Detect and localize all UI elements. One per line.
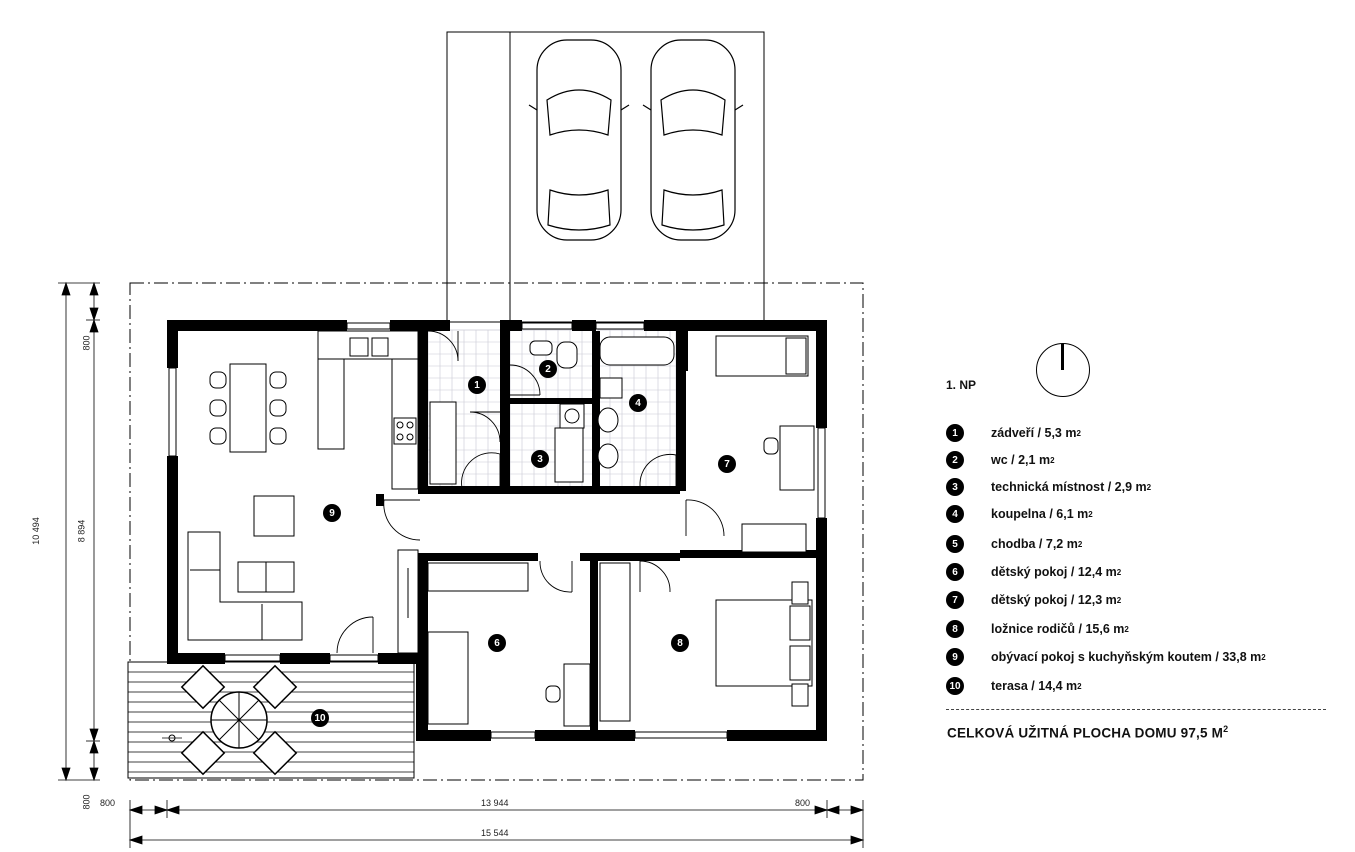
room-badge-7: 7 <box>718 455 736 473</box>
kitchen <box>317 330 419 490</box>
interior-walls <box>376 331 826 733</box>
north-arrow-icon <box>1036 343 1090 397</box>
terrace-deck <box>127 661 415 779</box>
room-badge-6: 6 <box>488 634 506 652</box>
dim-bottom-offset: 800 <box>81 794 92 810</box>
windows <box>168 322 826 739</box>
dim-width-inner: 13 944 <box>481 798 509 808</box>
doors <box>336 330 725 654</box>
dim-right-offset: 800 <box>795 798 811 808</box>
dim-height-inner: 8 894 <box>76 519 87 543</box>
car-right-icon <box>642 39 744 241</box>
room-badge-3: 3 <box>531 450 549 468</box>
room-badge-8: 8 <box>671 634 689 652</box>
bedroom-furniture <box>427 335 815 727</box>
total-area: CELKOVÁ UŽITNÁ PLOCHA DOMU 97,5 M2 <box>947 724 1229 741</box>
bathroom-fixtures <box>529 336 675 483</box>
dining-set <box>209 363 287 453</box>
dim-height-total: 10 494 <box>30 517 41 545</box>
dim-left-offset: 800 <box>100 798 116 808</box>
car-left-icon <box>528 39 630 241</box>
dim-top-offset: 800 <box>81 335 92 351</box>
dimension-lines <box>58 281 865 848</box>
room-badge-4: 4 <box>629 394 647 412</box>
room-badge-2: 2 <box>539 360 557 378</box>
legend-divider <box>946 709 1326 710</box>
room-badge-10: 10 <box>311 709 329 727</box>
sofa-set <box>187 495 419 654</box>
room-badge-9: 9 <box>323 504 341 522</box>
plot-boundary <box>129 282 864 781</box>
wardrobes <box>427 401 807 722</box>
dim-width-total: 15 544 <box>481 828 509 838</box>
room-badge-1: 1 <box>468 376 486 394</box>
floor-plan <box>58 31 865 848</box>
floor-label: 1. NP <box>946 378 977 392</box>
carport <box>446 31 765 323</box>
